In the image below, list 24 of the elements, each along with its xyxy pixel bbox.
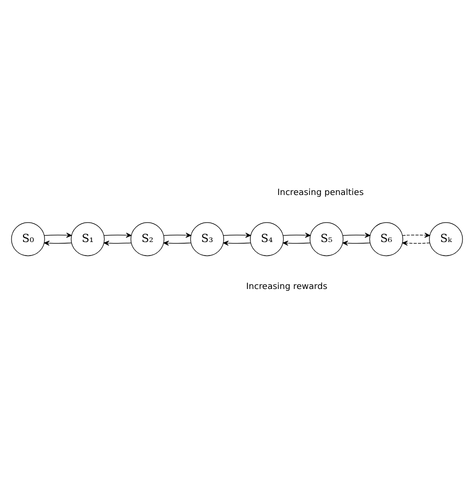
label: Increasing rewards — [246, 281, 328, 292]
node-circle: S₀ — [11, 222, 45, 256]
arrow — [163, 232, 192, 238]
node-circle: S₁ — [70, 222, 105, 256]
arrow — [104, 232, 132, 238]
arrow — [163, 240, 192, 246]
arrow — [282, 240, 311, 246]
arrow — [342, 240, 370, 246]
arrow — [402, 240, 430, 246]
arrow — [342, 232, 370, 238]
arrow — [104, 240, 132, 246]
arrow — [223, 240, 251, 246]
node-circle: Sₖ — [429, 222, 463, 256]
node-circle: S₅ — [310, 222, 344, 256]
label: Increasing penalties — [277, 187, 364, 198]
arrow — [44, 232, 72, 238]
arrow — [223, 232, 251, 238]
node-circle: S₆ — [369, 222, 404, 256]
arrow — [282, 232, 311, 238]
node-circle: S₃ — [190, 222, 224, 256]
arrow — [44, 240, 72, 246]
node-circle: S₄ — [250, 222, 284, 256]
node-circle: S₂ — [130, 222, 164, 256]
arrow — [402, 232, 430, 238]
